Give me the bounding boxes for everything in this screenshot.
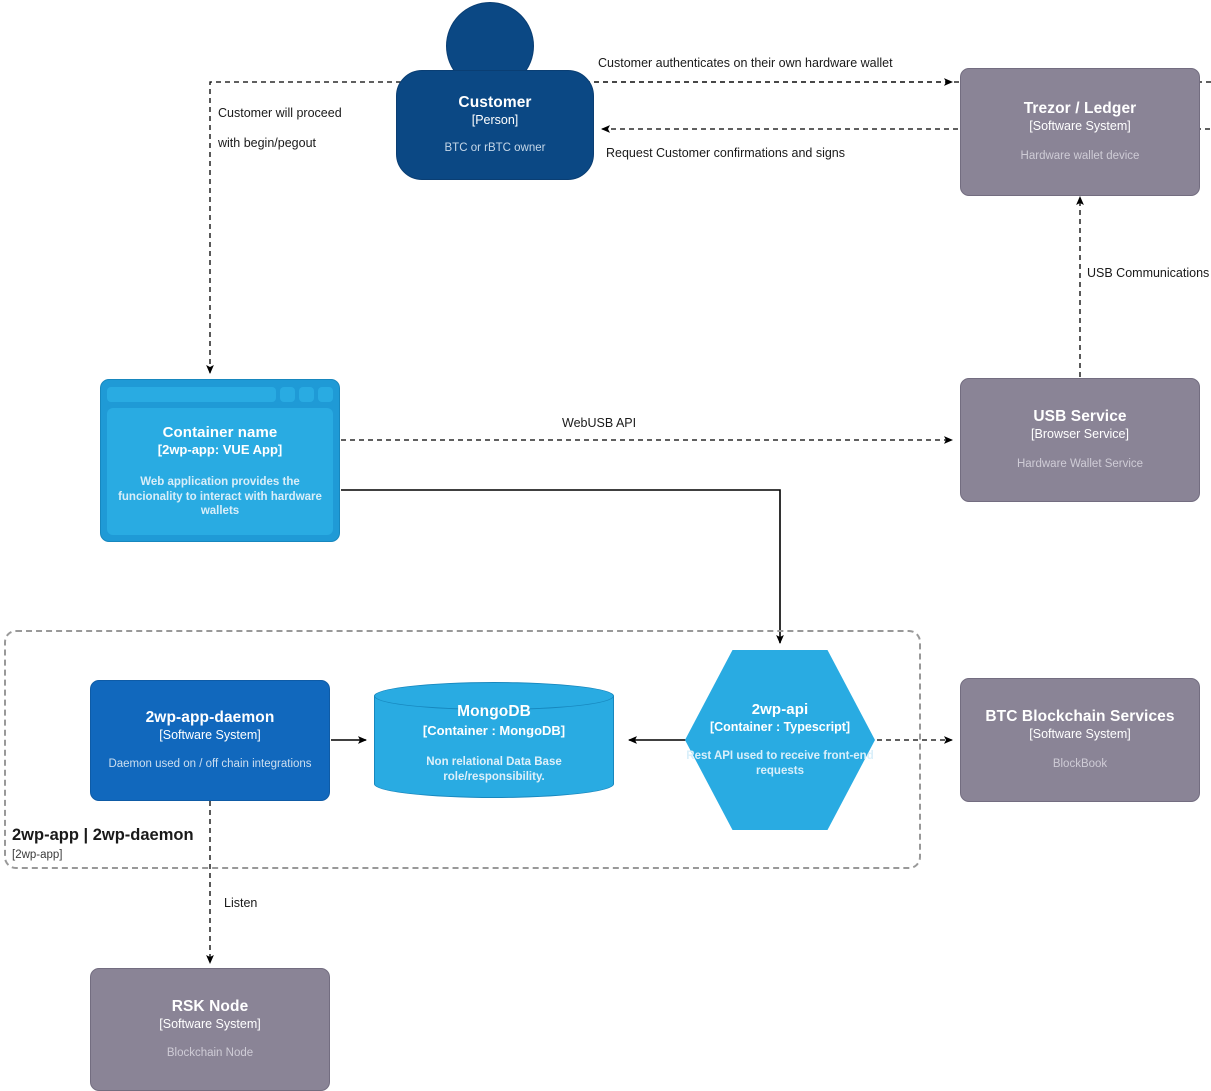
node-trezor-ledger-description: Hardware wallet device: [1020, 149, 1140, 162]
node-mongodb-tech: [Container : MongoDB]: [422, 722, 566, 738]
person-body-shape: [396, 70, 594, 180]
node-trezor-ledger-tech: [Software System]: [1029, 119, 1131, 134]
node-rsk-node-title: RSK Node: [171, 997, 249, 1015]
node-usb-service-description: Hardware Wallet Service: [1016, 457, 1144, 470]
node-rsk-node-description: Blockchain Node: [166, 1047, 254, 1060]
edge-label-daemon-to-rsknode: Listen: [224, 896, 258, 910]
node-usb-service[interactable]: USB Service [Browser Service] Hardware W…: [960, 378, 1200, 502]
node-customer-text: Customer [Person] BTC or rBTC owner: [396, 70, 594, 180]
edge-label-trezor-to-customer: Request Customer confirmations and signs: [606, 146, 846, 160]
node-customer[interactable]: Customer [Person] BTC or rBTC owner: [396, 2, 594, 186]
node-web-app-tech: [2wp-app: VUE App]: [157, 442, 283, 458]
node-customer-tech: [Person]: [471, 112, 519, 127]
node-2wp-api-tech: [Container : Typescript]: [709, 719, 851, 734]
node-usb-service-tech: [Browser Service]: [1031, 427, 1129, 442]
node-mongodb-description: Non relational Data Base role/responsibi…: [426, 755, 562, 783]
node-customer-description: BTC or rBTC owner: [444, 142, 546, 155]
node-customer-title: Customer: [458, 93, 532, 111]
cylinder-body: [374, 696, 614, 784]
boundary-name: 2wp-app | 2wp-daemon: [12, 826, 194, 844]
node-rsk-node[interactable]: RSK Node [Software System] Blockchain No…: [90, 968, 330, 1091]
node-rsk-node-tech: [Software System]: [159, 1016, 261, 1031]
node-web-app-text: Container name [2wp-app: VUE App] Web ap…: [107, 408, 333, 535]
node-2wp-app-daemon-tech: [Software System]: [159, 727, 261, 742]
node-2wp-api-text: 2wp-api [Container : Typescript] Rest AP…: [685, 650, 875, 830]
cylinder-top-ellipse: [374, 682, 614, 710]
node-web-app-description: Web application provides the funcionalit…: [118, 475, 322, 518]
node-mongodb[interactable]: MongoDB [Container : MongoDB] Non relati…: [374, 682, 614, 798]
node-2wp-api[interactable]: 2wp-api [Container : Typescript] Rest AP…: [685, 650, 875, 830]
browser-title-bar: [107, 386, 333, 402]
boundary-label: 2wp-app | 2wp-daemon [2wp-app]: [12, 826, 194, 861]
node-mongodb-text: MongoDB [Container : MongoDB] Non relati…: [374, 700, 614, 788]
edge-label-webapp-to-usbservice: WebUSB API: [562, 416, 637, 430]
edge-label-usbservice-to-trezor: USB Communications: [1087, 266, 1210, 280]
node-usb-service-title: USB Service: [1033, 408, 1127, 426]
edge-label-customer-to-webapp-line2: with begin/pegout: [218, 136, 316, 150]
node-btc-blockchain-services-description: BlockBook: [1052, 757, 1108, 770]
browser-control-dot-2: [299, 386, 314, 402]
browser-control-dot-3: [318, 386, 333, 402]
hexagon-shape: [685, 650, 875, 830]
node-2wp-api-description: Rest API used to receive front-end reque…: [686, 750, 874, 778]
node-2wp-api-title: 2wp-api: [751, 700, 809, 718]
node-btc-blockchain-services-title: BTC Blockchain Services: [985, 708, 1175, 726]
node-btc-blockchain-services-tech: [Software System]: [1029, 727, 1131, 742]
edge-label-customer-to-webapp-line1: Customer will proceed: [218, 106, 342, 120]
node-mongodb-title: MongoDB: [457, 703, 531, 721]
node-trezor-ledger[interactable]: Trezor / Ledger [Software System] Hardwa…: [960, 68, 1200, 196]
browser-control-dot-1: [280, 386, 295, 402]
boundary-type: [2wp-app]: [12, 848, 63, 861]
edge-label-customer-to-trezor: Customer authenticates on their own hard…: [598, 56, 893, 70]
node-2wp-app-daemon-title: 2wp-app-daemon: [145, 708, 275, 726]
node-btc-blockchain-services[interactable]: BTC Blockchain Services [Software System…: [960, 678, 1200, 802]
node-2wp-app-daemon[interactable]: 2wp-app-daemon [Software System] Daemon …: [90, 680, 330, 801]
boundary-2wp-app: [4, 630, 921, 869]
browser-address-bar: [107, 386, 276, 402]
node-web-app-title: Container name: [162, 423, 278, 441]
node-trezor-ledger-title: Trezor / Ledger: [1023, 100, 1137, 118]
edge-webapp-to-api: [341, 489, 784, 644]
node-web-app[interactable]: Container name [2wp-app: VUE App] Web ap…: [100, 379, 340, 542]
node-2wp-app-daemon-description: Daemon used on / off chain integrations: [108, 758, 312, 771]
